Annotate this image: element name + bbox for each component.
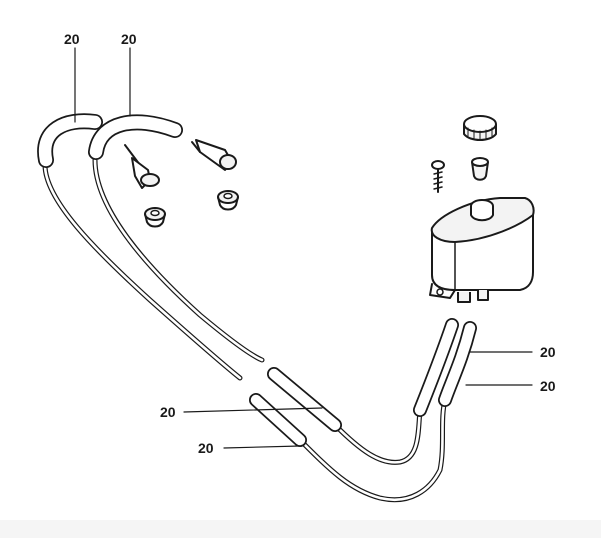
nozzle-left xyxy=(124,144,160,189)
grommet-left xyxy=(144,207,166,228)
hose-b xyxy=(88,114,459,465)
paper-edge xyxy=(0,520,601,538)
hose-a xyxy=(37,113,477,503)
tank-body xyxy=(429,197,535,303)
callout-label: 20 xyxy=(198,440,214,456)
callout-label: 20 xyxy=(540,378,556,394)
mounting-screw xyxy=(431,160,445,193)
callout-label: 20 xyxy=(160,404,176,420)
grommet-right xyxy=(217,190,239,211)
callout-label: 20 xyxy=(121,31,137,47)
filler-insert xyxy=(471,157,489,181)
callout-label: 20 xyxy=(540,344,556,360)
reservoir-cap xyxy=(463,115,497,141)
washer-reservoir xyxy=(429,115,535,303)
nozzle-right xyxy=(191,139,237,171)
leader-lines xyxy=(74,47,533,449)
callout-label: 20 xyxy=(64,31,80,47)
